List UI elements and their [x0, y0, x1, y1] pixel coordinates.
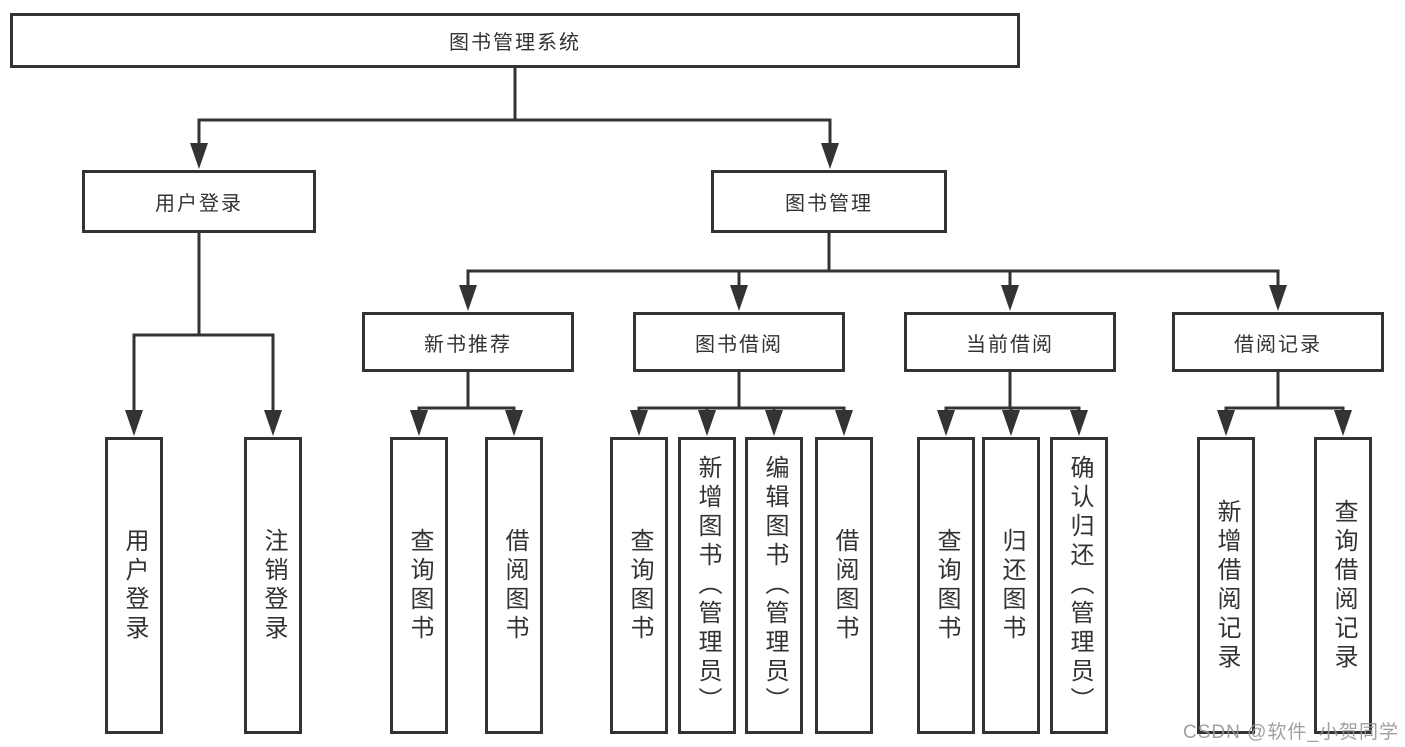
- node-new-book-recommend: 新书推荐: [362, 312, 574, 372]
- arrow-down-icon: [730, 285, 748, 311]
- node-label: 图书管理系统: [449, 32, 581, 54]
- leaf-query-books-3: 查询图书: [917, 437, 975, 734]
- arrowheads: [125, 143, 1352, 436]
- arrow-down-icon: [1002, 410, 1020, 436]
- node-label: 查询图书: [933, 527, 960, 644]
- node-label: 借阅记录: [1234, 333, 1322, 356]
- connector-book-borrow-to-leaves: [637, 370, 846, 413]
- node-borrowing-records: 借阅记录: [1172, 312, 1384, 372]
- node-label: 查询图书: [626, 527, 653, 644]
- node-label: 借阅图书: [501, 527, 528, 644]
- arrow-down-icon: [937, 410, 955, 436]
- node-label: 编辑图书（管理员）: [761, 455, 788, 716]
- leaf-return-books: 归还图书: [982, 437, 1040, 734]
- leaf-borrow-books-1: 借阅图书: [485, 437, 543, 734]
- node-label: 确认归还（管理员）: [1066, 455, 1093, 716]
- node-label: 新增借阅记录: [1213, 498, 1240, 673]
- leaf-logout: 注销登录: [244, 437, 302, 734]
- arrow-down-icon: [125, 410, 143, 436]
- arrow-down-icon: [698, 410, 716, 436]
- leaf-add-borrow-record: 新增借阅记录: [1197, 437, 1255, 734]
- connector-new-book-to-leaves: [417, 370, 516, 413]
- connector-paths: [132, 66, 1345, 413]
- connector-current-borrow-to-leaves: [944, 370, 1081, 413]
- node-label: 用户登录: [155, 193, 243, 215]
- connector-borrow-record-to-leaves: [1224, 370, 1345, 413]
- node-label: 注销登录: [260, 527, 287, 644]
- arrow-down-icon: [264, 410, 282, 436]
- arrow-down-icon: [1217, 410, 1235, 436]
- arrow-down-icon: [821, 143, 839, 169]
- node-label: 当前借阅: [966, 333, 1054, 356]
- node-label: 图书借阅: [695, 333, 783, 356]
- arrow-down-icon: [190, 143, 208, 169]
- arrow-down-icon: [765, 410, 783, 436]
- arrow-down-icon: [410, 410, 428, 436]
- leaf-user-login: 用户登录: [105, 437, 163, 734]
- node-label: 查询图书: [406, 527, 433, 644]
- arrow-down-icon: [1070, 410, 1088, 436]
- arrow-down-icon: [505, 410, 523, 436]
- leaf-confirm-return-admin: 确认归还（管理员）: [1050, 437, 1108, 734]
- arrow-down-icon: [1334, 410, 1352, 436]
- leaf-query-books-1: 查询图书: [390, 437, 448, 734]
- node-label: 图书管理: [785, 193, 873, 215]
- arrow-down-icon: [1001, 285, 1019, 311]
- arrow-down-icon: [1269, 285, 1287, 311]
- csdn-watermark: CSDN @软件_小贺同学: [1183, 722, 1399, 743]
- arrow-down-icon: [835, 410, 853, 436]
- node-label: 查询借阅记录: [1330, 498, 1357, 673]
- connector-root-to-level2: [197, 66, 832, 146]
- node-label: 新书推荐: [424, 333, 512, 356]
- node-label: 借阅图书: [831, 527, 858, 644]
- node-book-management: 图书管理: [711, 170, 947, 233]
- leaf-query-books-2: 查询图书: [610, 437, 668, 734]
- leaf-borrow-books-2: 借阅图书: [815, 437, 873, 734]
- node-current-borrowing: 当前借阅: [904, 312, 1116, 372]
- leaf-query-borrow-record: 查询借阅记录: [1314, 437, 1372, 734]
- node-library-management-system: 图书管理系统: [10, 13, 1020, 68]
- leaf-add-books-admin: 新增图书（管理员）: [678, 437, 736, 734]
- node-user-login: 用户登录: [82, 170, 316, 233]
- connector-user-login-to-leaves: [132, 231, 275, 413]
- node-label: 归还图书: [998, 527, 1025, 644]
- arrow-down-icon: [630, 410, 648, 436]
- leaf-edit-books-admin: 编辑图书（管理员）: [745, 437, 803, 734]
- arrow-down-icon: [459, 285, 477, 311]
- node-label: 新增图书（管理员）: [694, 455, 721, 716]
- connector-book-mgmt-to-level3: [466, 231, 1280, 288]
- node-book-borrowing: 图书借阅: [633, 312, 845, 372]
- node-label: 用户登录: [121, 527, 148, 644]
